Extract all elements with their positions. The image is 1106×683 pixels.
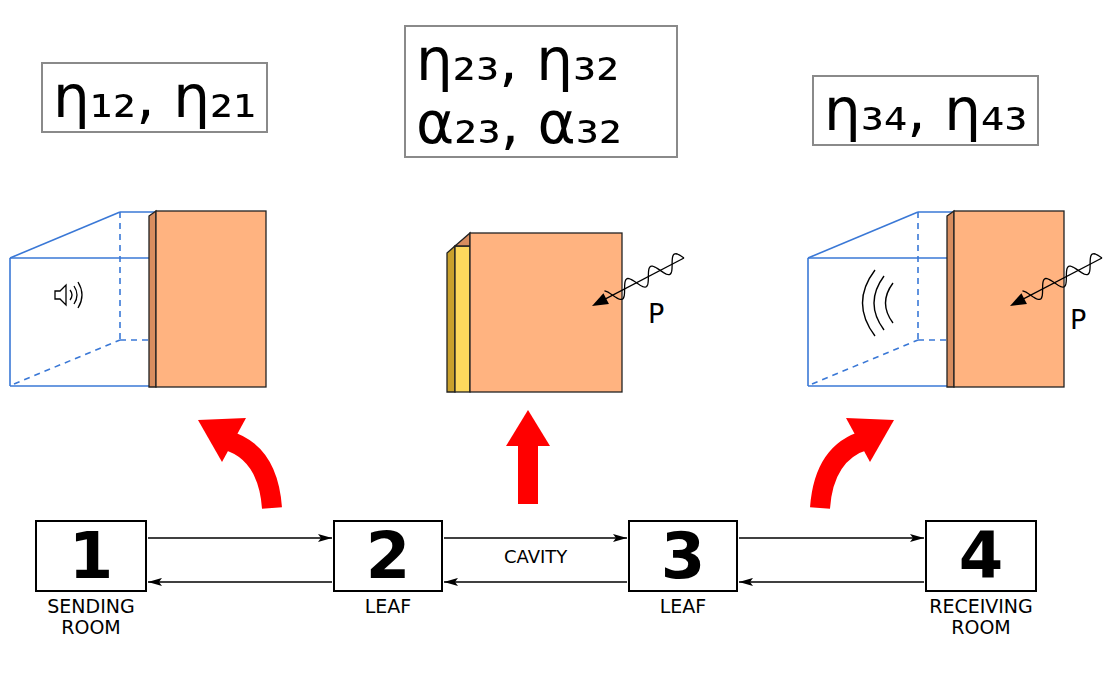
pressure-label: P [1070,306,1086,333]
sound-arc [70,290,72,300]
process-box: 4RECEIVING ROOM [925,520,1037,592]
wall-edge [455,233,470,246]
subsystem-box: 4 [925,520,1037,592]
wall-panel [470,233,622,392]
subsystem-box: 2 [333,520,443,592]
pressure-label: P [648,300,664,327]
sound-arc [863,270,876,336]
parameter-box: η₁₂, η₂₁ [41,62,268,133]
energy-flow-arrow [148,581,332,583]
red-arrow-head [198,418,246,462]
process-box: 1SENDING ROOM [35,520,147,592]
loss-factor-label: η₁₂, η₂₁ [53,66,256,129]
wave-axis [1021,258,1102,300]
parameter-box: η₃₄, η₄₃ [812,75,1039,146]
wall-edge [447,246,455,392]
sound-arc [874,276,884,330]
red-arrow-shaft [226,440,272,508]
receiving-room-illustration [808,211,1064,387]
incident-waves [592,254,1102,306]
sound-arc [886,283,894,323]
double-leaf-wall [447,233,622,392]
red-arrow-shaft [518,440,538,504]
edge-label: CAVITY [501,546,570,567]
parameter-box: η₂₃, η₃₂ α₂₃, α₃₂ [404,25,678,158]
loss-factor-label: η₂₃, η₃₂ α₂₃, α₃₂ [416,29,666,154]
subsystem-name: SENDING ROOM [29,596,153,639]
subsystem-number: 4 [959,524,1004,588]
energy-flow-arrow [148,537,332,539]
sound-arc [74,286,77,304]
red-arrow-shaft [820,440,866,508]
wave-axis [603,258,684,300]
red-arrows [198,410,894,508]
speaker-icon [55,282,82,308]
subsystem-number: 3 [661,524,706,588]
subsystem-number: 1 [69,524,114,588]
loss-factor-label: η₃₄, η₄₃ [824,79,1027,142]
absorber-layer [455,246,470,392]
wave-arrowhead [592,293,609,306]
subsystem-name: RECEIVING ROOM [919,596,1043,639]
energy-flow-arrow [739,581,924,583]
speaker-body [55,285,66,305]
subsystem-box: 1 [35,520,147,592]
energy-flow-arrow [444,537,627,539]
energy-flow-arrow [739,537,924,539]
process-box: 3LEAF [628,520,738,592]
radiation-arcs [863,270,894,336]
sending-room-illustration [10,211,266,387]
subsystem-number: 2 [366,524,411,588]
energy-flow-arrow [444,581,627,583]
red-arrow-head [506,410,550,446]
subsystem-name: LEAF [621,596,745,617]
subsystem-box: 3 [628,520,738,592]
red-arrow-head [846,418,894,462]
sound-arc [78,282,82,308]
subsystem-name: LEAF [326,596,450,617]
process-box: 2LEAF [333,520,443,592]
wave-arrowhead [1010,293,1027,306]
